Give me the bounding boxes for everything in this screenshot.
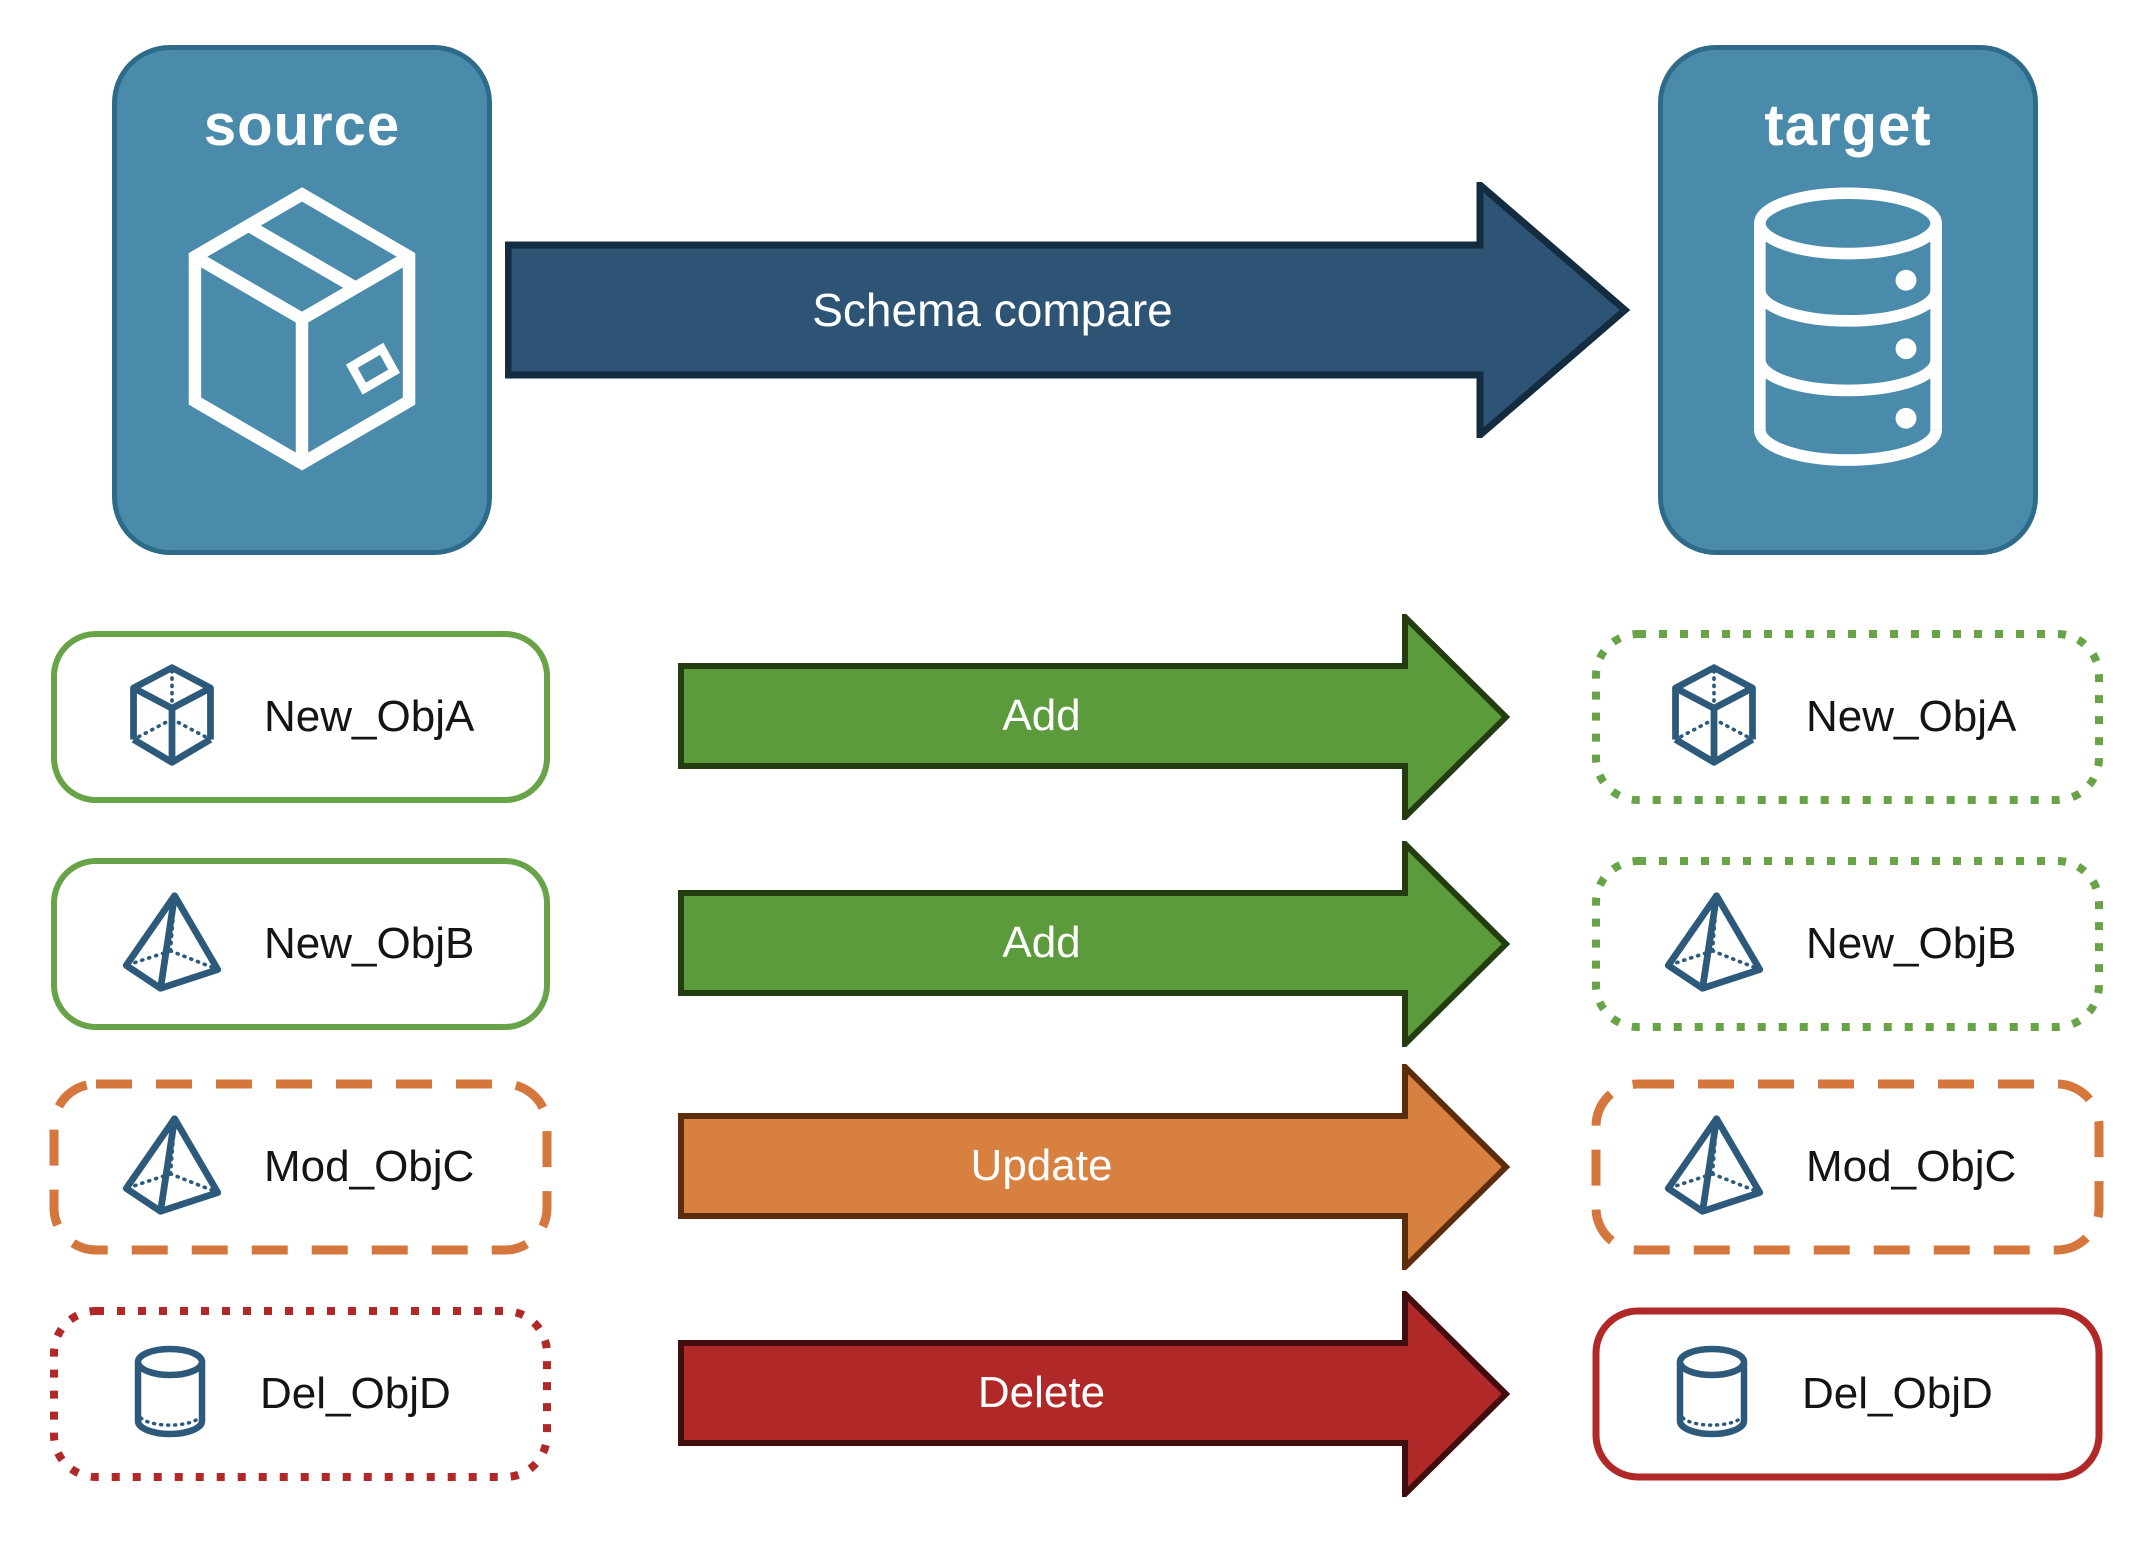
cube-icon: [1662, 660, 1766, 775]
target-object-del-objd: Del_ObjD: [1590, 1305, 2105, 1483]
object-label: New_ObjA: [264, 692, 475, 741]
cube-icon: [120, 660, 224, 775]
source-object-mod-objc: Mod_ObjC: [48, 1078, 553, 1256]
cylinder-icon: [120, 1339, 220, 1449]
package-icon: [177, 177, 427, 487]
add-arrow-label: Add: [1002, 691, 1081, 740]
schema-compare-label: Schema compare: [812, 284, 1173, 336]
source-panel: source: [112, 45, 492, 555]
source-object-new-objb: New_ObjB: [48, 855, 553, 1033]
add-arrow-label: Add: [1002, 918, 1081, 967]
pyramid-icon: [1662, 1110, 1766, 1225]
object-label: Mod_ObjC: [264, 1142, 475, 1191]
object-label: New_ObjA: [1806, 692, 2017, 741]
cylinder-icon: [1662, 1339, 1762, 1449]
schema-compare-arrow: Schema compare: [505, 182, 1630, 438]
target-object-new-objb: New_ObjB: [1590, 855, 2105, 1033]
object-label: Del_ObjD: [1802, 1369, 1993, 1418]
target-panel: target: [1658, 45, 2038, 555]
object-label: New_ObjB: [264, 919, 475, 968]
add-arrow: Add: [678, 614, 1510, 820]
pyramid-icon: [120, 1110, 224, 1225]
delete-arrow-label: Delete: [977, 1368, 1106, 1417]
source-object-new-obja: New_ObjA: [48, 628, 553, 806]
pyramid-icon: [120, 887, 224, 1002]
source-object-del-objd: Del_ObjD: [48, 1305, 553, 1483]
object-label: Mod_ObjC: [1806, 1142, 2017, 1191]
update-arrow-label: Update: [970, 1141, 1113, 1190]
add-arrow: Add: [678, 841, 1510, 1047]
database-icon: [1732, 177, 1964, 472]
source-title: source: [203, 93, 401, 158]
object-label: Del_ObjD: [260, 1369, 451, 1418]
target-title: target: [1764, 93, 1932, 158]
delete-arrow: Delete: [678, 1291, 1510, 1497]
pyramid-icon: [1662, 887, 1766, 1002]
update-arrow: Update: [678, 1064, 1510, 1270]
target-object-mod-objc: Mod_ObjC: [1590, 1078, 2105, 1256]
target-object-new-obja: New_ObjA: [1590, 628, 2105, 806]
object-label: New_ObjB: [1806, 919, 2017, 968]
